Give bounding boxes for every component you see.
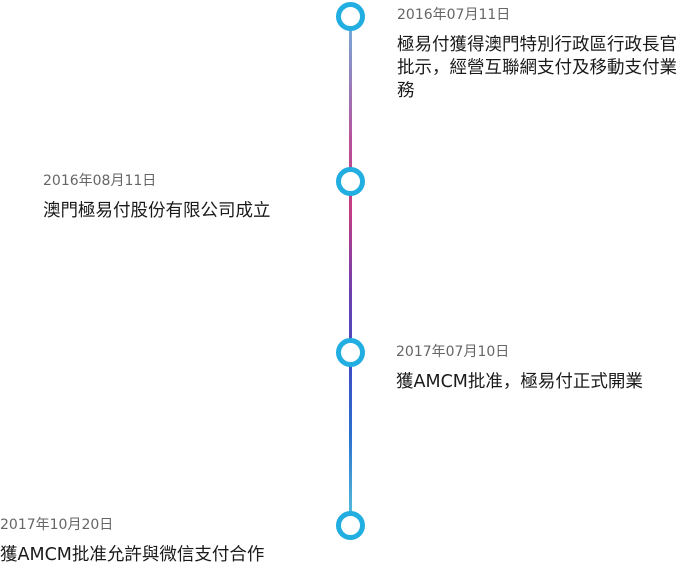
timeline-event-1: 2016年07月11日 極易付獲得澳門特別行政區行政長官批示，經營互聯網支付及移… — [397, 6, 679, 103]
event-date: 2017年07月10日 — [396, 344, 510, 360]
timeline-event-3: 2017年07月10日 獲AMCM批准，極易付正式開業 — [396, 343, 678, 394]
event-description: 獲AMCM批准，極易付正式開業 — [396, 372, 643, 392]
timeline-node-1 — [336, 2, 365, 31]
event-date: 2016年07月11日 — [397, 7, 511, 23]
timeline-event-2: 2016年08月11日 澳門極易付股份有限公司成立 — [43, 172, 271, 223]
event-description: 澳門極易付股份有限公司成立 — [43, 201, 271, 221]
event-description: 獲AMCM批准允許與微信支付合作 — [0, 545, 265, 565]
timeline-node-2 — [336, 167, 365, 196]
event-date: 2016年08月11日 — [43, 173, 157, 189]
timeline-event-4: 2017年10月20日 獲AMCM批准允許與微信支付合作 — [0, 516, 264, 567]
timeline-node-3 — [336, 338, 365, 367]
timeline-node-4 — [336, 511, 365, 540]
event-date: 2017年10月20日 — [0, 517, 114, 533]
event-description: 極易付獲得澳門特別行政區行政長官批示，經營互聯網支付及移動支付業務 — [397, 35, 677, 101]
timeline-line — [349, 14, 352, 526]
